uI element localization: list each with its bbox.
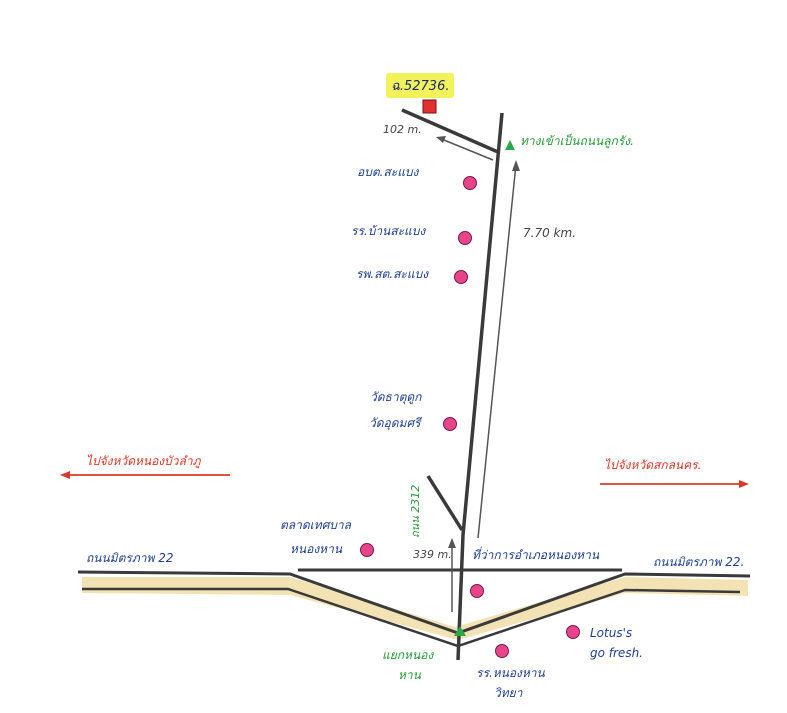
highway-right-label: ถนนมิตรภาพ 22. [653,555,745,569]
green-triangle-laterite [505,140,515,150]
nonghan-school-label-line2: วิทยา [494,686,523,700]
health-center-label: รพ.สต.สะแบง [356,267,429,281]
sub-district-office-label: อบต.สะแบง [357,165,419,179]
distance-parcel-label: 102 m. [383,123,422,136]
branch-road [426,475,464,531]
junction-label-line1: แยกหนอง [382,648,434,662]
poi-sub-district-office [463,176,477,190]
lotus-label-line2: go fresh. [590,646,643,660]
distance-arrow-main-head [512,160,520,171]
parcel-marker [422,99,437,114]
laterite-road-label: ทางเข้าเป็นถนนลูกรัง. [520,134,634,148]
market-label-line2: หนองหาน [290,542,343,556]
highway-band [82,577,748,640]
to-right-province-label: ไปจังหวัดสกลนคร. [604,458,702,472]
temple-label-line2: วัดอุดมศรี [369,416,421,430]
to-left-province-label: ไปจังหวัดหนองบัวลำภู [86,454,201,468]
nonghan-school-label-line1: รร.หนองหาน [476,666,545,680]
distance-arrow-parcel-head [436,136,446,143]
road-number-label: ถนน 2312 [409,484,422,538]
poi-lotus [566,625,580,639]
poi-health-center [454,270,468,284]
parcel-label: ฉ.52736. [386,73,455,98]
junction-label-line2: หาน [398,668,421,682]
laterite-road [401,108,499,154]
distance-arrow-main [477,163,517,539]
poi-nonghan-school [495,644,509,658]
district-office-label: ที่ว่าการอำเภอหนองหาน [472,548,600,562]
poi-ban-saebaeng-school [458,231,472,245]
distance-arrow-junction-head [448,538,456,548]
poi-market [360,543,374,557]
lotus-label-line1: Lotus's [590,626,633,640]
highway-left-label: ถนนมิตรภาพ 22 [86,551,174,565]
distance-junction-label: 339 m. [413,548,452,561]
green-triangle-junction [454,626,466,636]
distance-arrow-parcel [438,137,494,161]
poi-temple [443,417,457,431]
ban-saebaeng-school-label: รร.บ้านสะแบง [351,224,426,238]
market-label-line1: ตลาดเทศบาล [280,518,352,532]
arrow-right-head [739,480,749,488]
poi-district-office [470,584,484,598]
temple-label-line1: วัดธาตุดูก [370,390,422,404]
distance-main-label: 7.70 km. [523,226,576,240]
main-road [456,112,504,661]
arrow-left-head [60,471,70,479]
